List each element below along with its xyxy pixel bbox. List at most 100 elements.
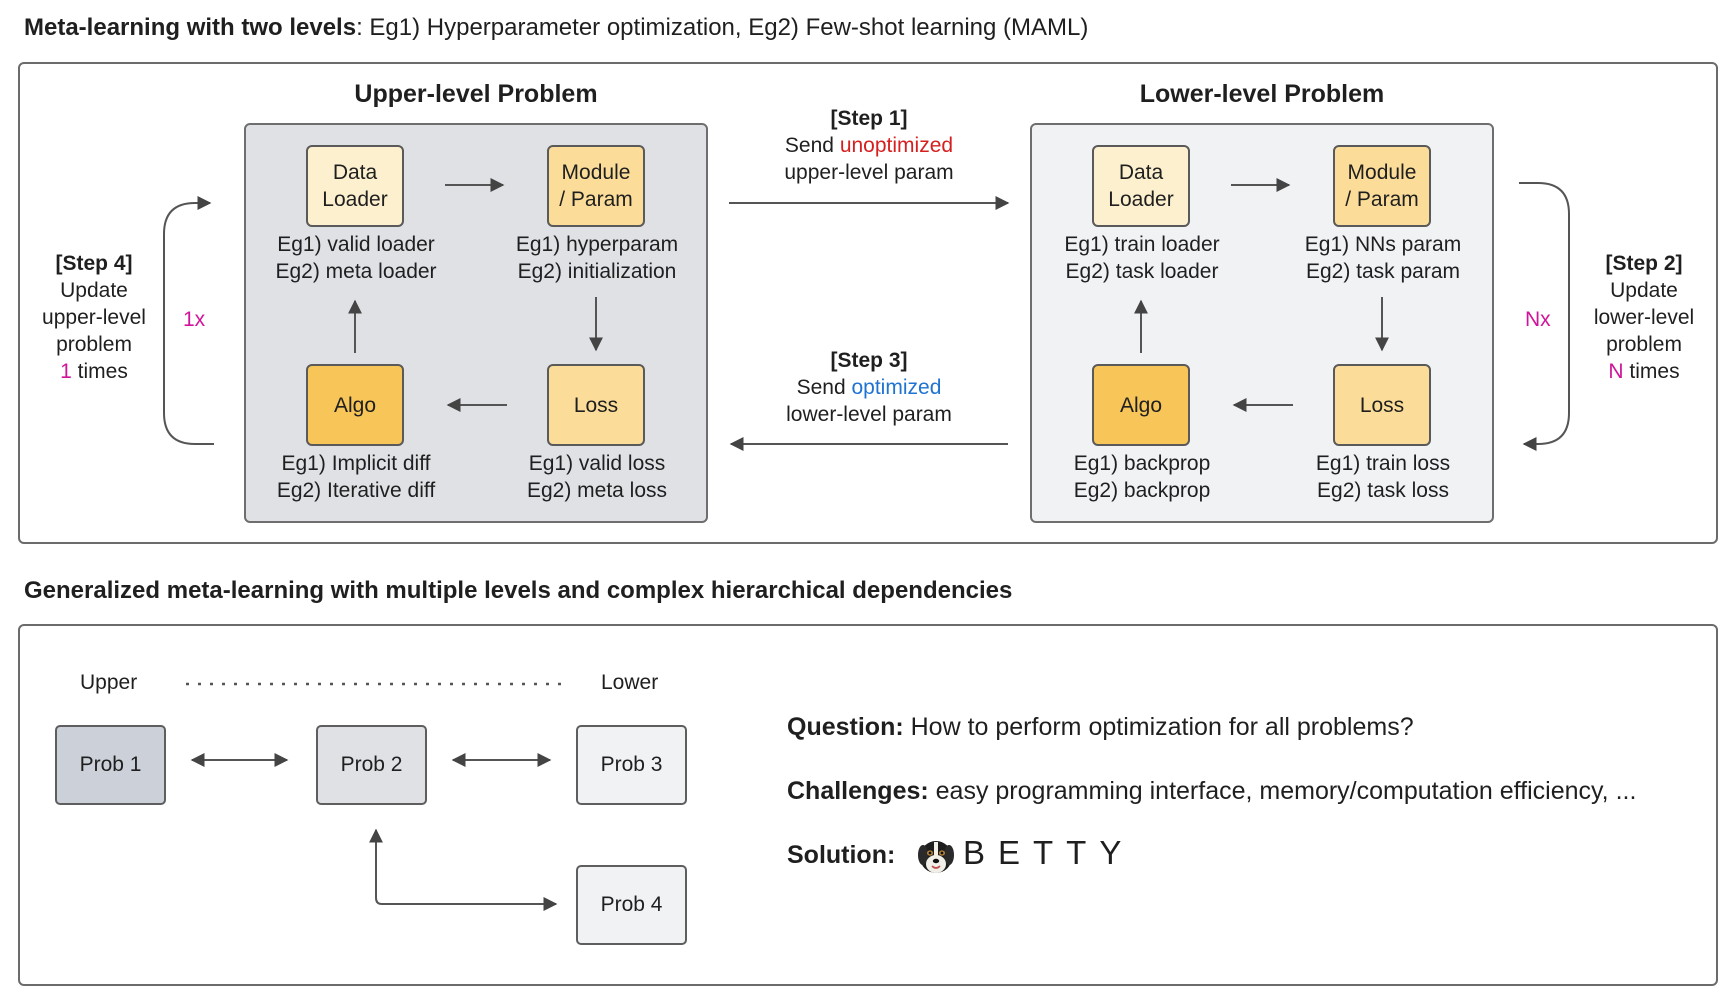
step2-times: times [1623,360,1680,383]
lower-loss-node: Loss [1333,364,1431,446]
betty-wordmark: BETTY [963,834,1135,871]
step3-send: Send [796,376,852,399]
caption-line: Eg2) meta loss [526,479,668,502]
step4-title: [Step 4] [55,252,133,275]
lower-algo-node: Algo [1092,364,1190,446]
step1-send: Send [784,134,840,157]
upper-module-param-caption: Eg1) hyperparam Eg2) initialization [516,231,678,285]
solution-line: Solution: [787,841,895,870]
caption-line: Eg2) task param [1305,260,1461,283]
caption-line: Eg1) hyperparam [515,233,679,256]
caption-line: Eg1) train loader [1064,233,1220,256]
upper-module-param-line1: Module [561,161,631,184]
upper-data-loader-line1: Data [332,161,378,184]
challenges-line: Challenges: easy programming interface, … [787,777,1636,806]
step4-line2: upper-level [42,306,146,329]
lower-label: Lower [601,671,659,694]
upper-algo-node: Algo [306,364,404,446]
section-title-two-levels: Meta-learning with two levels: Eg1) Hype… [24,14,1088,42]
upper-level-title: Upper-level Problem [354,80,598,108]
betty-dog-logo-icon [918,841,954,873]
upper-loss-node: Loss [547,364,645,446]
prob-3-node: Prob 3 [576,725,687,805]
step4-label: [Step 4] Update upper-level problem 1 ti… [42,250,146,385]
upper-module-param-line2: / Param [559,188,633,211]
prob-2-node: Prob 2 [316,725,427,805]
step3-title: [Step 3] [830,349,908,372]
lower-loss-label: Loss [1359,393,1405,417]
step4-times: times [71,360,128,383]
step1-label: [Step 1] Send unoptimized upper-level pa… [784,105,953,186]
step2-repeat-label: Nx [1525,308,1551,331]
upper-algo-caption: Eg1) Implicit diff Eg2) Iterative diff [277,450,435,504]
lower-data-loader-line1: Data [1118,161,1164,184]
section-title-bold: Meta-learning with two levels [24,14,357,41]
lower-data-loader-node: Data Loader [1092,145,1190,227]
prob-1-node: Prob 1 [55,725,166,805]
question-text: How to perform optimization for all prob… [903,713,1414,741]
upper-data-loader-caption: Eg1) valid loader Eg2) meta loader [275,231,436,285]
upper-module-param-node: Module / Param [547,145,645,227]
lower-algo-caption: Eg1) backprop Eg2) backprop [1074,450,1211,504]
section-title-generalized: Generalized meta-learning with multiple … [24,577,1012,605]
caption-line: Eg1) valid loss [528,452,666,475]
step4-count: 1 [60,360,72,383]
step4-line3: problem [56,333,132,356]
step2-label: [Step 2] Update lower-level problem N ti… [1594,250,1694,385]
step3-optimized: optimized [851,376,942,399]
question-line: Question: How to perform optimization fo… [787,713,1414,742]
caption-line: Eg2) backprop [1073,479,1211,502]
step1-unoptimized: unoptimized [839,134,954,157]
upper-loss-caption: Eg1) valid loss Eg2) meta loss [527,450,667,504]
step2-line3: problem [1606,333,1682,356]
lower-algo-label: Algo [1119,393,1163,417]
caption-line: Eg1) Implicit diff [281,452,431,475]
prob-2-label: Prob 2 [340,753,403,776]
prob2-prob4-arrow [369,828,558,911]
caption-line: Eg2) task loader [1065,260,1219,283]
caption-line: Eg1) valid loader [277,233,435,256]
upper-algo-label: Algo [333,393,377,417]
question-label: Question: [787,713,904,741]
lower-data-loader-line2: Loader [1108,188,1174,211]
upper-data-loader-node: Data Loader [306,145,404,227]
lower-module-param-line2: / Param [1345,188,1419,211]
step2-line1: Update [1610,279,1678,302]
step4-loop-arrow [163,196,214,445]
upper-data-loader-line2: Loader [322,188,388,211]
step2-loop-arrow [1519,182,1570,451]
step3-line2: lower-level param [786,403,952,426]
step3-label: [Step 3] Send optimized lower-level para… [786,347,952,428]
generalized-frame [18,624,1718,986]
prob-4-label: Prob 4 [600,893,663,916]
caption-line: Eg2) meta loader [275,260,437,283]
step2-count: N [1608,360,1624,383]
lower-module-param-node: Module / Param [1333,145,1431,227]
lower-module-param-line1: Module [1347,161,1417,184]
lower-module-param-caption: Eg1) NNs param Eg2) task param [1305,231,1461,285]
caption-line: Eg1) backprop [1073,452,1211,475]
step4-line1: Update [60,279,128,302]
solution-label: Solution: [787,841,896,869]
section-title-rest: : Eg1) Hyperparameter optimization, Eg2)… [356,14,1089,41]
upper-loss-label: Loss [573,393,619,417]
prob-1-label: Prob 1 [79,753,142,776]
prob-3-label: Prob 3 [600,753,663,776]
step1-line2: upper-level param [784,161,954,184]
caption-line: Eg1) NNs param [1304,233,1462,256]
step2-title: [Step 2] [1605,252,1683,275]
upper-label: Upper [80,671,138,694]
caption-line: Eg2) initialization [517,260,677,283]
lower-level-title: Lower-level Problem [1139,80,1385,108]
step4-repeat-label: 1x [183,308,206,331]
caption-line: Eg2) task loss [1317,479,1449,502]
caption-line: Eg1) train loss [1315,452,1451,475]
challenges-label: Challenges: [787,777,929,805]
lower-data-loader-caption: Eg1) train loader Eg2) task loader [1064,231,1219,285]
step2-line2: lower-level [1593,306,1695,329]
challenges-text: easy programming interface, memory/compu… [928,777,1637,805]
caption-line: Eg2) Iterative diff [276,479,436,502]
lower-loss-caption: Eg1) train loss Eg2) task loss [1316,450,1450,504]
prob-4-node: Prob 4 [576,865,687,945]
